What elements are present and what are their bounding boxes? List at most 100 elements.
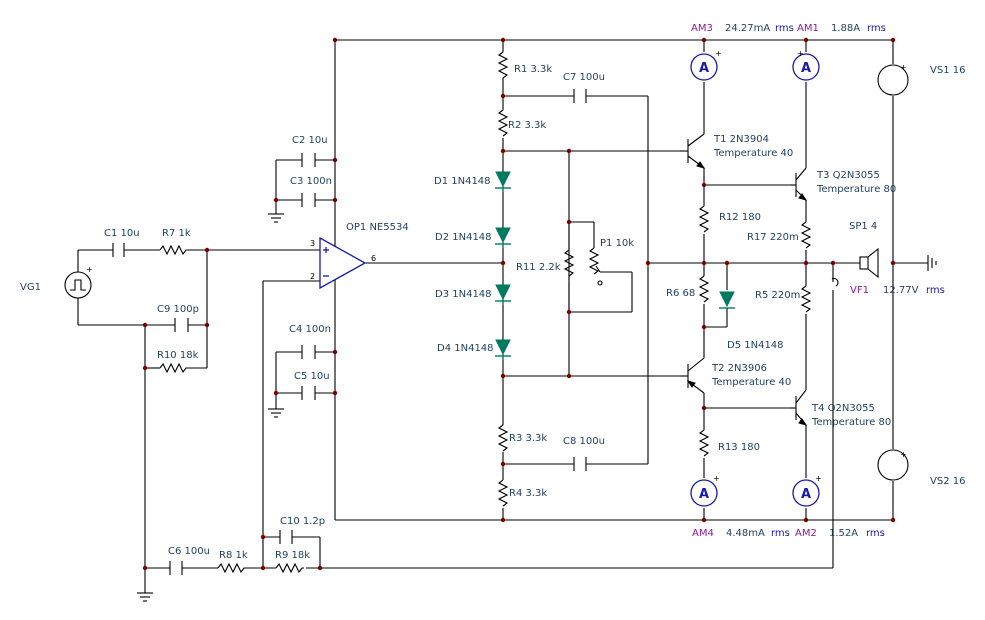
svg-text:A: A (801, 487, 811, 502)
label-r7: R7 1k (162, 228, 191, 239)
label-t4-temp: Temperature 80 (811, 417, 891, 428)
label-r17: R17 220m (747, 232, 799, 243)
capacitors (112, 89, 587, 575)
label-vg1: VG1 (20, 282, 41, 293)
label-c9: C9 100p (157, 304, 199, 315)
resistor-r13 (698, 429, 710, 457)
resistor-r1 (497, 51, 509, 82)
diode-d4 (495, 339, 511, 360)
diode-d3 (495, 284, 511, 305)
resistor-r12 (698, 205, 710, 233)
label-vs1: VS1 16 (930, 65, 965, 76)
svg-text:+: + (713, 474, 720, 483)
label-r4: R4 3.3k (509, 488, 547, 499)
resistor-r6 (698, 275, 710, 303)
svg-text:+: + (900, 450, 907, 459)
label-d2: D2 1N4148 (435, 232, 492, 243)
meter-value-vf1: 12.77V (883, 285, 919, 296)
diode-d2 (495, 227, 511, 248)
meter-name-am4: AM4 (692, 528, 714, 539)
ammeter-am4: A + (690, 474, 720, 507)
component-labels: VG1 C1 10u R7 1k C9 100p R10 18k C2 10u … (20, 64, 965, 561)
resistors (159, 51, 812, 574)
label-r6: R6 68 (666, 288, 695, 299)
meter-unit-am3: rms (775, 23, 794, 34)
ground-icon (927, 255, 937, 271)
ammeter-am2: A + (792, 474, 822, 507)
label-d4: D4 1N4148 (437, 343, 494, 354)
transistor-t2 (680, 357, 705, 394)
resistor-r4 (497, 479, 509, 507)
meter-name-vf1: VF1 (850, 285, 869, 296)
label-vs2: VS2 16 (930, 476, 965, 487)
meter-value-am3: 24.27mA (725, 23, 770, 34)
capacitor-c2 (301, 153, 316, 167)
meter-unit-am1: rms (867, 23, 886, 34)
ground-icon (268, 210, 284, 223)
svg-text:+: + (815, 474, 822, 483)
resistor-r3 (497, 424, 509, 452)
label-t1: T1 2N3904 (713, 134, 769, 145)
resistor-r17 (800, 221, 812, 249)
meter-unit-am2: rms (866, 528, 885, 539)
label-c3: C3 100n (290, 176, 332, 187)
label-r3: R3 3.3k (509, 433, 547, 444)
label-d5: D5 1N4148 (727, 340, 784, 351)
label-r9: R9 18k (275, 550, 310, 561)
pin-2: 2 (310, 272, 315, 281)
label-r13: R13 180 (718, 442, 760, 453)
speaker-icon (859, 247, 879, 279)
pin-6: 6 (371, 254, 376, 263)
diodes (495, 171, 735, 360)
sources: + + + (64, 63, 909, 481)
label-c8: C8 100u (563, 436, 605, 447)
junction-dots (142, 37, 896, 571)
ammeter-am3: A + (690, 49, 722, 81)
svg-text:+: + (900, 63, 907, 72)
label-r11: R11 2.2k (516, 262, 561, 273)
label-d1: D1 1N4148 (434, 176, 491, 187)
transistors (680, 133, 808, 426)
ground-symbols (137, 210, 937, 602)
wires (77, 39, 928, 590)
label-r8: R8 1k (219, 550, 248, 561)
ammeters: A + A + A + A + (690, 49, 822, 507)
pin-3: 3 (310, 239, 315, 248)
capacitor-c7 (573, 89, 587, 103)
label-p1: P1 10k (600, 238, 634, 249)
ground-icon (137, 590, 153, 602)
resistor-r7 (159, 244, 188, 256)
svg-text:A: A (801, 61, 811, 76)
signal-generator-icon: + (64, 265, 93, 299)
label-r10: R10 18k (157, 350, 199, 361)
svg-text:A: A (699, 487, 709, 502)
label-r1: R1 3.3k (514, 64, 552, 75)
capacitor-c6 (169, 561, 183, 575)
label-r12: R12 180 (719, 212, 761, 223)
label-t4: T4 Q2N3055 (811, 403, 875, 414)
resistor-r2 (497, 109, 509, 137)
label-sp1: SP1 4 (849, 221, 877, 232)
opamp-op1 (319, 236, 367, 290)
label-t2-temp: Temperature 40 (711, 377, 791, 388)
label-t2: T2 2N3906 (711, 363, 767, 374)
voltmeter-probe-icon (831, 263, 839, 287)
label-c7: C7 100u (563, 72, 605, 83)
transistor-t4 (790, 389, 808, 426)
label-d3: D3 1N4148 (435, 289, 492, 300)
potentiometer-p1 (588, 247, 600, 275)
label-c1: C1 10u (104, 228, 140, 239)
capacitor-c8 (573, 457, 587, 471)
resistor-r11 (563, 249, 575, 280)
meter-readouts: AM3 24.27mA rms AM1 1.88A rms VF1 12.77V… (691, 23, 945, 539)
label-t1-temp: Temperature 40 (713, 148, 793, 159)
resistor-r10 (159, 362, 188, 374)
meter-value-am2: 1.52A (829, 528, 858, 539)
label-c6: C6 100u (168, 546, 210, 557)
svg-text:+: + (715, 49, 722, 58)
label-c10: C10 1.2p (280, 516, 325, 527)
label-op1: OP1 NE5534 (346, 222, 409, 233)
svg-text:+: + (797, 49, 804, 58)
svg-text:A: A (699, 61, 709, 76)
label-t3-temp: Temperature 80 (816, 184, 896, 195)
